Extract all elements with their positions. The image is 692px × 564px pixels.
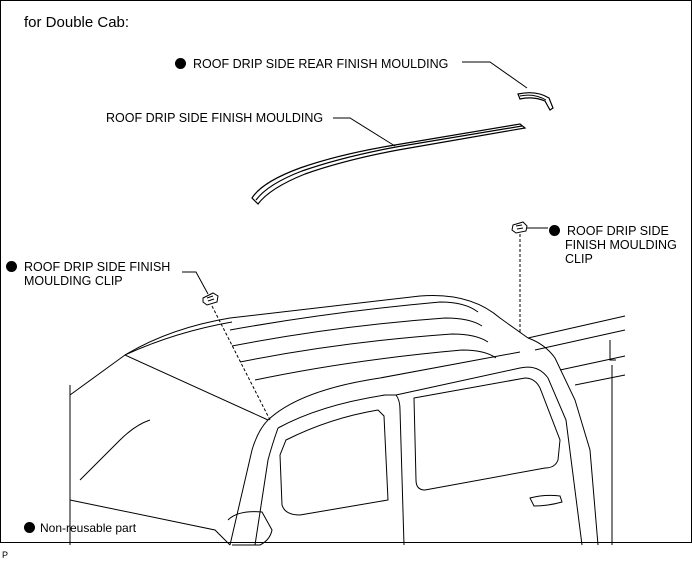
right-clip-part (511, 221, 528, 234)
label-rear-finish-text: ROOF DRIP SIDE REAR FINISH MOULDING (193, 57, 449, 71)
corner-mark: P (2, 550, 9, 560)
leader-left-clip (182, 271, 209, 295)
non-reusable-dot-icon (6, 261, 17, 272)
finish-moulding-part (251, 123, 527, 205)
label-left-clip: ROOF DRIP SIDE FINISH MOULDING CLIP (6, 260, 170, 288)
legend-text: Non-reusable part (40, 521, 137, 535)
label-right-clip-line2: FINISH MOULDING (565, 238, 677, 252)
label-rear-finish: ROOF DRIP SIDE REAR FINISH MOULDING (175, 57, 448, 71)
label-finish-moulding: ROOF DRIP SIDE FINISH MOULDING (106, 111, 324, 125)
leader-rear-finish (462, 61, 528, 89)
legend-non-reusable: Non-reusable part (24, 521, 136, 535)
leader-finish-moulding (333, 117, 396, 147)
label-right-clip: ROOF DRIP SIDE FINISH MOULDING CLIP (549, 224, 677, 266)
non-reusable-dot-icon (24, 522, 35, 533)
label-right-clip-line1: ROOF DRIP SIDE (567, 224, 669, 238)
truck-body-outline (69, 295, 626, 546)
non-reusable-dot-icon (175, 58, 186, 69)
label-left-clip-line1: ROOF DRIP SIDE FINISH (24, 260, 171, 274)
left-clip-part (202, 292, 219, 306)
rear-finish-moulding-part (517, 92, 554, 111)
label-left-clip-line2: MOULDING CLIP (24, 274, 123, 288)
diagram-title: for Double Cab: (24, 14, 130, 31)
dashed-left-clip (211, 305, 271, 421)
label-right-clip-line3: CLIP (565, 252, 593, 266)
non-reusable-dot-icon (549, 225, 560, 236)
